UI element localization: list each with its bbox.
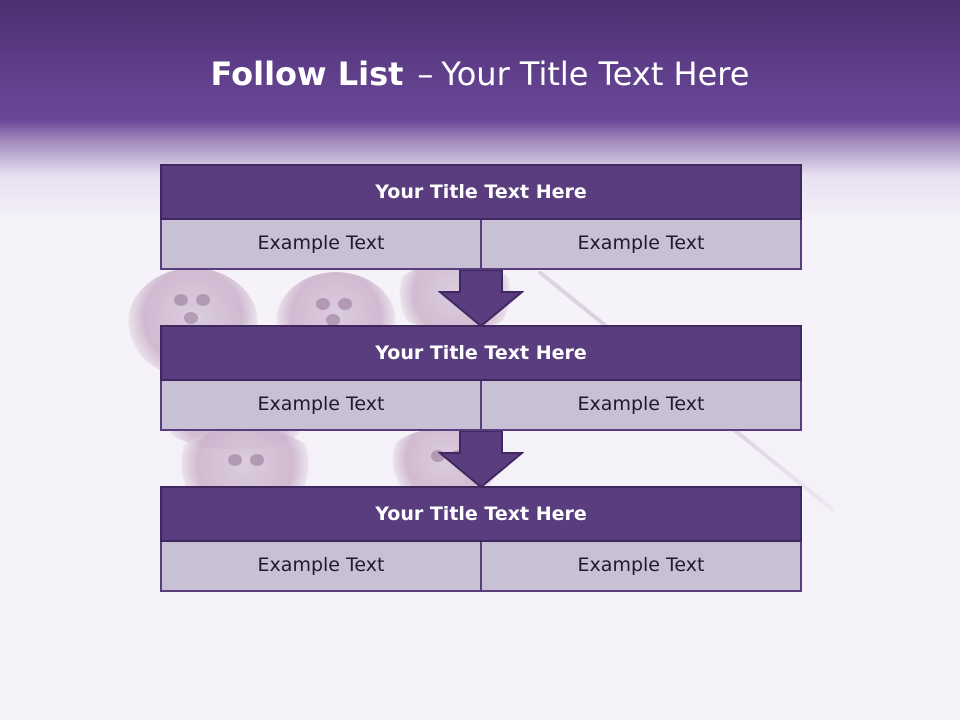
block-cell-left: Example Text bbox=[160, 542, 482, 592]
follow-block-1: Your Title Text Here Example Text Exampl… bbox=[160, 164, 802, 270]
block-row: Example Text Example Text bbox=[160, 381, 802, 431]
block-cell-right: Example Text bbox=[482, 381, 802, 431]
title-bold: Follow List bbox=[210, 55, 404, 93]
block-row: Example Text Example Text bbox=[160, 542, 802, 592]
slide-title: Follow List–Your Title Text Here bbox=[0, 52, 960, 96]
block-cell-right: Example Text bbox=[482, 220, 802, 270]
block-title: Your Title Text Here bbox=[160, 164, 802, 220]
block-cell-right: Example Text bbox=[482, 542, 802, 592]
title-regular: Your Title Text Here bbox=[441, 55, 750, 93]
block-cell-left: Example Text bbox=[160, 220, 482, 270]
follow-block-3: Your Title Text Here Example Text Exampl… bbox=[160, 486, 802, 592]
title-separator: – bbox=[417, 55, 434, 93]
block-row: Example Text Example Text bbox=[160, 220, 802, 270]
block-title: Your Title Text Here bbox=[160, 486, 802, 542]
down-arrow-icon bbox=[438, 270, 524, 326]
follow-block-2: Your Title Text Here Example Text Exampl… bbox=[160, 325, 802, 431]
block-title: Your Title Text Here bbox=[160, 325, 802, 381]
down-arrow-icon bbox=[438, 431, 524, 487]
block-cell-left: Example Text bbox=[160, 381, 482, 431]
